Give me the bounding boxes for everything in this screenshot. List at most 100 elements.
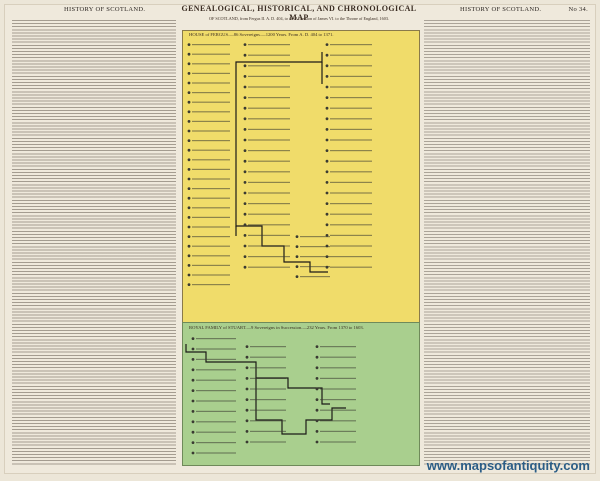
watermark-credit: www.mapsofantiquity.com	[426, 458, 590, 473]
entry-text-mark	[196, 379, 236, 381]
sovereign-marker	[187, 254, 191, 258]
entry-text-mark	[192, 159, 230, 161]
sovereign-marker	[191, 399, 195, 403]
sovereign-marker	[325, 223, 329, 227]
entry-text-mark	[330, 150, 372, 152]
entry-text-mark	[192, 188, 230, 190]
sovereign-marker	[191, 451, 195, 455]
entry-text-mark	[192, 255, 230, 257]
entry-text-mark	[330, 256, 372, 258]
sovereign-marker	[191, 347, 195, 351]
sovereign-marker	[187, 168, 191, 171]
sovereign-marker	[187, 52, 191, 56]
entry-text-mark	[330, 224, 372, 226]
entry-text-mark	[300, 246, 330, 248]
entry-text-mark	[192, 178, 230, 180]
sovereign-marker	[295, 255, 299, 258]
sovereign-marker	[187, 264, 191, 267]
sovereign-marker	[191, 420, 195, 424]
sovereign-marker	[325, 170, 329, 174]
entry-text-mark	[192, 168, 230, 170]
sovereign-marker	[325, 43, 329, 46]
entry-text-mark	[196, 348, 236, 350]
entry-text-mark	[320, 388, 356, 390]
sovereign-marker	[243, 244, 247, 248]
entry-text-mark	[320, 420, 356, 422]
entry-text-mark	[196, 442, 236, 444]
sovereign-marker	[187, 244, 191, 248]
sovereign-marker	[243, 117, 247, 121]
entry-text-mark	[192, 264, 230, 266]
entry-text-mark	[250, 356, 286, 358]
sovereign-marker	[315, 377, 319, 380]
chart-title: GENEALOGICAL, HISTORICAL, AND CHRONOLOGI…	[181, 4, 417, 22]
sovereign-marker	[295, 235, 299, 239]
entry-text-mark	[248, 266, 290, 268]
sovereign-marker	[187, 187, 191, 191]
sovereign-marker	[315, 355, 319, 359]
sovereign-marker	[245, 419, 249, 423]
entry-text-mark	[196, 452, 236, 454]
sovereign-marker	[243, 191, 247, 195]
sovereign-marker	[187, 158, 191, 162]
entry-text-mark	[192, 120, 230, 122]
sovereign-marker	[325, 149, 329, 153]
sovereign-marker	[187, 43, 191, 46]
right-body-text	[424, 20, 590, 466]
sovereign-marker	[191, 358, 195, 361]
entry-text-mark	[196, 358, 236, 360]
sovereign-marker	[243, 159, 247, 163]
sovereign-marker	[243, 149, 247, 153]
sovereign-marker	[325, 191, 329, 195]
entry-text-mark	[192, 197, 230, 199]
sovereign-marker	[243, 223, 247, 227]
sovereign-marker	[187, 91, 191, 94]
entry-text-mark	[248, 128, 290, 130]
sovereign-marker	[243, 43, 247, 46]
sovereign-marker	[243, 255, 247, 258]
entry-text-mark	[250, 420, 286, 422]
entry-text-mark	[196, 421, 236, 423]
sovereign-marker	[245, 355, 249, 359]
sovereign-marker	[243, 85, 247, 89]
entry-text-mark	[192, 140, 230, 142]
chart-subtitle: OF SCOTLAND, from Fergus II. A. D. 404, …	[209, 16, 389, 21]
entry-text-mark	[330, 97, 372, 99]
sovereign-marker	[191, 430, 195, 434]
sovereign-marker	[243, 234, 247, 237]
sovereign-marker	[245, 430, 249, 433]
sovereign-marker	[245, 440, 249, 444]
entry-text-mark	[300, 256, 330, 258]
entry-text-mark	[196, 338, 236, 340]
entry-text-mark	[192, 72, 230, 74]
entry-text-mark	[250, 441, 286, 443]
entry-text-mark	[192, 92, 230, 94]
entry-text-mark	[330, 266, 372, 268]
entry-text-mark	[192, 274, 230, 276]
sovereign-marker	[295, 275, 299, 278]
entry-text-mark	[196, 431, 236, 433]
entry-text-mark	[248, 118, 290, 120]
entry-text-mark	[250, 399, 286, 401]
entry-text-mark	[192, 226, 230, 228]
sovereign-marker	[325, 85, 329, 89]
sovereign-marker	[191, 337, 195, 340]
lineage-line	[185, 344, 330, 405]
sovereign-marker	[245, 408, 249, 412]
entry-text-mark	[330, 44, 372, 46]
entry-text-mark	[248, 75, 290, 77]
sovereign-marker	[243, 106, 247, 110]
sovereign-marker	[325, 159, 329, 163]
sovereign-marker	[243, 53, 247, 57]
entry-text-mark	[248, 234, 290, 236]
entry-text-mark	[248, 203, 290, 205]
entry-text-mark	[320, 346, 356, 348]
entry-text-mark	[192, 207, 230, 209]
sovereign-marker	[191, 410, 195, 413]
entry-text-mark	[248, 86, 290, 88]
sovereign-marker	[243, 212, 247, 216]
sovereign-marker	[315, 430, 319, 433]
entry-text-mark	[300, 266, 330, 268]
entry-text-mark	[248, 171, 290, 173]
sovereign-marker	[315, 408, 319, 412]
